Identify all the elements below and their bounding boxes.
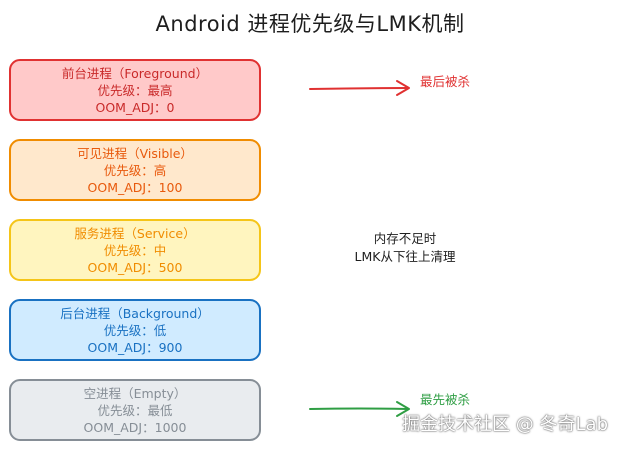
first-killed-label: 最先被杀 [420, 392, 470, 407]
lmk-note-line1: 内存不足时 [373, 231, 437, 246]
box-foreground-shape [9, 59, 261, 121]
diagram-title: Android 进程优先级与LMK机制 [0, 8, 620, 38]
lmk-note-line2: LMK从下往上清理 [354, 249, 456, 264]
process-name: 可见进程（Visible） [77, 145, 193, 161]
process-priority: 优先级：中 [103, 242, 167, 258]
box-background-shape [9, 299, 261, 361]
process-adj: OOM_ADJ：0 [95, 99, 175, 115]
process-priority: 优先级：最低 [97, 402, 173, 418]
box-visible: 可见进程（Visible） 优先级：高 OOM_ADJ：100 [12, 141, 258, 199]
process-priority: 优先级：最高 [97, 82, 173, 98]
lmk-note: 内存不足时 LMK从下往上清理 [335, 230, 475, 266]
box-visible-shape [9, 139, 261, 201]
process-priority: 优先级：低 [103, 322, 167, 338]
box-service: 服务进程（Service） 优先级：中 OOM_ADJ：500 [12, 221, 258, 279]
process-name: 前台进程（Foreground） [61, 65, 209, 81]
process-adj: OOM_ADJ：100 [87, 179, 183, 195]
process-priority: 优先级：高 [103, 162, 167, 178]
last-killed-label: 最后被杀 [420, 74, 470, 89]
process-adj: OOM_ADJ：500 [87, 259, 183, 275]
watermark: 掘金技术社区 @ 冬奇Lab [402, 414, 608, 435]
box-background: 后台进程（Background） 优先级：低 OOM_ADJ：900 [12, 301, 258, 359]
diagram-title-text: Android 进程优先级与LMK机制 [155, 12, 465, 36]
box-foreground: 前台进程（Foreground） 优先级：最高 OOM_ADJ：0 [12, 61, 258, 119]
box-service-shape [9, 219, 261, 281]
box-empty: 空进程（Empty） 优先级：最低 OOM_ADJ：1000 [12, 381, 258, 439]
process-adj: OOM_ADJ：900 [87, 339, 183, 355]
process-name: 后台进程（Background） [60, 305, 210, 321]
process-name: 空进程（Empty） [83, 385, 187, 401]
last-killed-arrow [309, 80, 410, 96]
box-empty-shape [9, 379, 261, 441]
process-adj: OOM_ADJ：1000 [83, 419, 187, 435]
process-name: 服务进程（Service） [74, 225, 196, 241]
first-killed-arrow [309, 401, 410, 417]
